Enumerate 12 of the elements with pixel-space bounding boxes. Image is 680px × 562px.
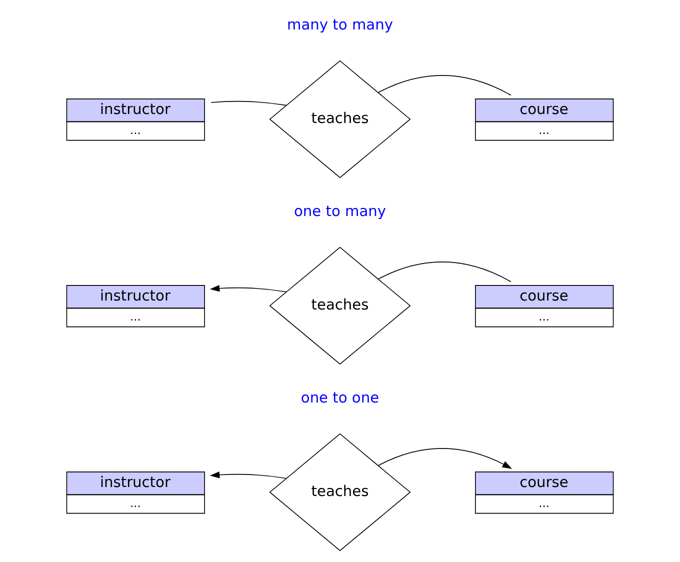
connector [378, 262, 512, 282]
arrow [378, 448, 512, 469]
connector [210, 100, 287, 106]
label: one to one [300, 390, 380, 407]
connector [378, 75, 512, 96]
node-diamond: teaches [269, 246, 411, 365]
arrow [210, 471, 287, 479]
label: one to many [294, 203, 386, 220]
arrow [210, 284, 287, 292]
node-diamond: teaches [269, 433, 411, 552]
label: many to many [287, 16, 393, 34]
node-diamond: teaches [269, 60, 411, 178]
